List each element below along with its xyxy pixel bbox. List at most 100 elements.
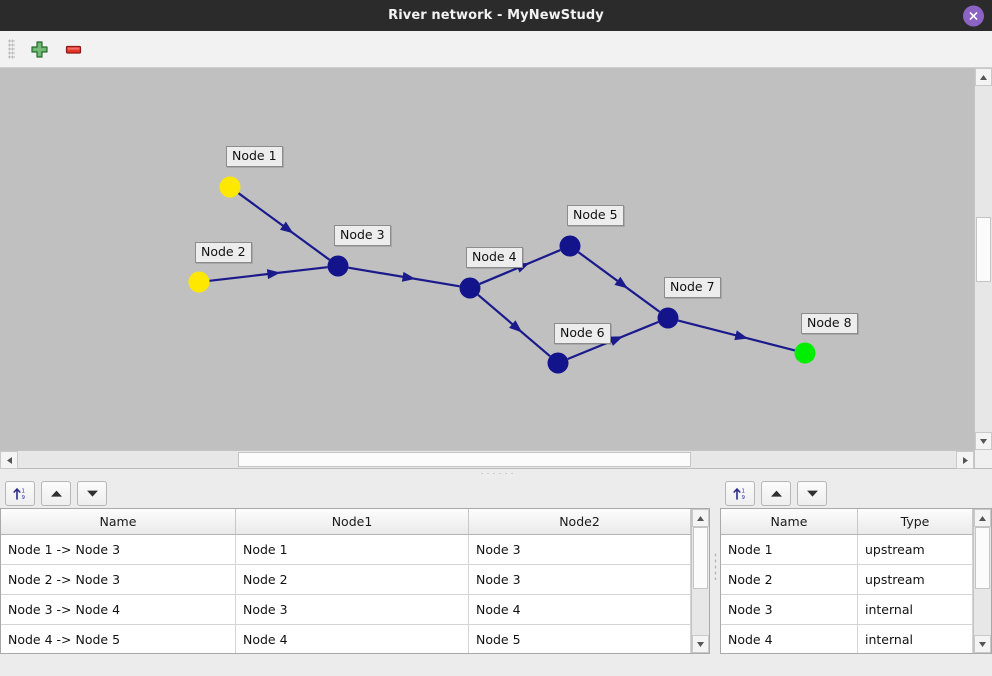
- arrow-down-icon[interactable]: [797, 480, 827, 506]
- table-cell[interactable]: Node 2: [721, 564, 858, 595]
- graph-node-label[interactable]: Node 2: [195, 242, 252, 264]
- graph-edge-arrow: [266, 269, 281, 280]
- scroll-up-icon[interactable]: [692, 509, 709, 527]
- table-cell[interactable]: internal: [857, 624, 973, 653]
- table-cell[interactable]: upstream: [857, 564, 973, 595]
- graph-node[interactable]: [219, 176, 241, 198]
- reaches-vscroll-track[interactable]: [692, 527, 709, 635]
- sort-ascending-icon[interactable]: 1 9: [5, 480, 35, 506]
- graph-node-label[interactable]: Node 4: [466, 247, 523, 269]
- river-network-graph-panel: Node 1 Node 2 Node 3 Node 4 Node 5 Node 6 Node…: [0, 68, 992, 469]
- table-cell[interactable]: upstream: [857, 534, 973, 565]
- toolbar-drag-grip[interactable]: [8, 39, 15, 59]
- graph-node-label[interactable]: Node 5: [567, 205, 624, 227]
- graph-vscroll-thumb[interactable]: [976, 217, 991, 282]
- table-cell[interactable]: Node 4: [721, 624, 858, 653]
- table-cell[interactable]: Node 1: [721, 534, 858, 565]
- graph-node-label[interactable]: Node 6: [554, 323, 611, 345]
- graph-node-label[interactable]: Node 8: [801, 313, 858, 335]
- graph-node[interactable]: [559, 235, 581, 257]
- graph-node[interactable]: [657, 307, 679, 329]
- reaches-toolbar: 1 9: [0, 478, 710, 508]
- table-cell[interactable]: internal: [857, 594, 973, 625]
- scroll-down-icon[interactable]: [975, 432, 992, 450]
- graph-node-label[interactable]: Node 7: [664, 277, 721, 299]
- table-cell[interactable]: Node 5: [468, 624, 691, 653]
- main-toolbar: [0, 31, 992, 68]
- sort-ascending-icon[interactable]: 1 9: [725, 480, 755, 506]
- scroll-down-icon[interactable]: [692, 635, 709, 653]
- vertical-splitter-grip: [713, 552, 717, 580]
- column-header[interactable]: Node2: [468, 509, 691, 535]
- table-cell[interactable]: Node 4: [468, 594, 691, 625]
- close-icon[interactable]: [963, 5, 984, 26]
- scroll-left-icon[interactable]: [0, 451, 18, 469]
- scroll-up-icon[interactable]: [975, 68, 992, 86]
- graph-node-label[interactable]: Node 3: [334, 225, 391, 247]
- table-cell[interactable]: Node 3: [235, 594, 469, 625]
- graph-hscroll-thumb[interactable]: [238, 452, 691, 467]
- nodes-vscroll-thumb[interactable]: [975, 527, 990, 590]
- column-header[interactable]: Name: [721, 509, 858, 535]
- arrow-up-icon[interactable]: [41, 480, 71, 506]
- table-cell[interactable]: Node 1 -> Node 3: [1, 534, 236, 565]
- vertical-splitter[interactable]: [710, 478, 720, 654]
- graph-node-label[interactable]: Node 1: [226, 146, 283, 168]
- reaches-vscroll-thumb[interactable]: [693, 527, 708, 590]
- table-cell[interactable]: Node 1: [235, 534, 469, 565]
- graph-horizontal-scrollbar[interactable]: [0, 450, 974, 469]
- graph-hscroll-track[interactable]: [18, 451, 956, 468]
- graph-canvas[interactable]: Node 1 Node 2 Node 3 Node 4 Node 5 Node 6 Node…: [0, 68, 974, 450]
- nodes-vscroll-track[interactable]: [974, 527, 991, 635]
- table-cell[interactable]: Node 2 -> Node 3: [1, 564, 236, 595]
- table-cell[interactable]: Node 4 -> Node 5: [1, 624, 236, 653]
- scroll-right-icon[interactable]: [956, 451, 974, 469]
- scrollbar-corner: [974, 450, 992, 468]
- splitter-grip: [479, 472, 513, 475]
- svg-text:9: 9: [742, 495, 745, 501]
- nodes-toolbar: 1 9: [720, 478, 992, 508]
- table-cell[interactable]: Node 3: [721, 594, 858, 625]
- graph-edge-arrow: [279, 221, 294, 234]
- graph-node[interactable]: [547, 352, 569, 374]
- svg-text:1: 1: [22, 488, 25, 494]
- graph-node[interactable]: [327, 255, 349, 277]
- table-cell[interactable]: Node 3: [468, 534, 691, 565]
- nodes-vertical-scrollbar[interactable]: [973, 509, 991, 653]
- column-header[interactable]: Type: [857, 509, 973, 535]
- graph-edges-layer: [188, 176, 816, 374]
- scroll-down-icon[interactable]: [974, 635, 991, 653]
- graph-edge-arrow: [609, 336, 624, 346]
- column-header[interactable]: Node1: [235, 509, 469, 535]
- reaches-vertical-scrollbar[interactable]: [691, 509, 709, 653]
- graph-node[interactable]: [188, 271, 210, 293]
- table-cell[interactable]: Node 2: [235, 564, 469, 595]
- column-header[interactable]: Name: [1, 509, 236, 535]
- table-cell[interactable]: Node 3: [468, 564, 691, 595]
- add-plus-icon[interactable]: [27, 37, 51, 61]
- graph-node[interactable]: [794, 342, 816, 364]
- graph-node[interactable]: [459, 277, 481, 299]
- graph-vertical-scrollbar[interactable]: [974, 68, 992, 450]
- remove-minus-icon[interactable]: [61, 37, 85, 61]
- graph-edge-arrow: [734, 330, 749, 341]
- scroll-up-icon[interactable]: [974, 509, 991, 527]
- horizontal-splitter[interactable]: [0, 468, 992, 478]
- arrow-up-icon[interactable]: [761, 480, 791, 506]
- table-cell[interactable]: Node 4: [235, 624, 469, 653]
- graph-vscroll-track[interactable]: [975, 86, 992, 432]
- table-cell[interactable]: Node 3 -> Node 4: [1, 594, 236, 625]
- arrow-down-icon[interactable]: [77, 480, 107, 506]
